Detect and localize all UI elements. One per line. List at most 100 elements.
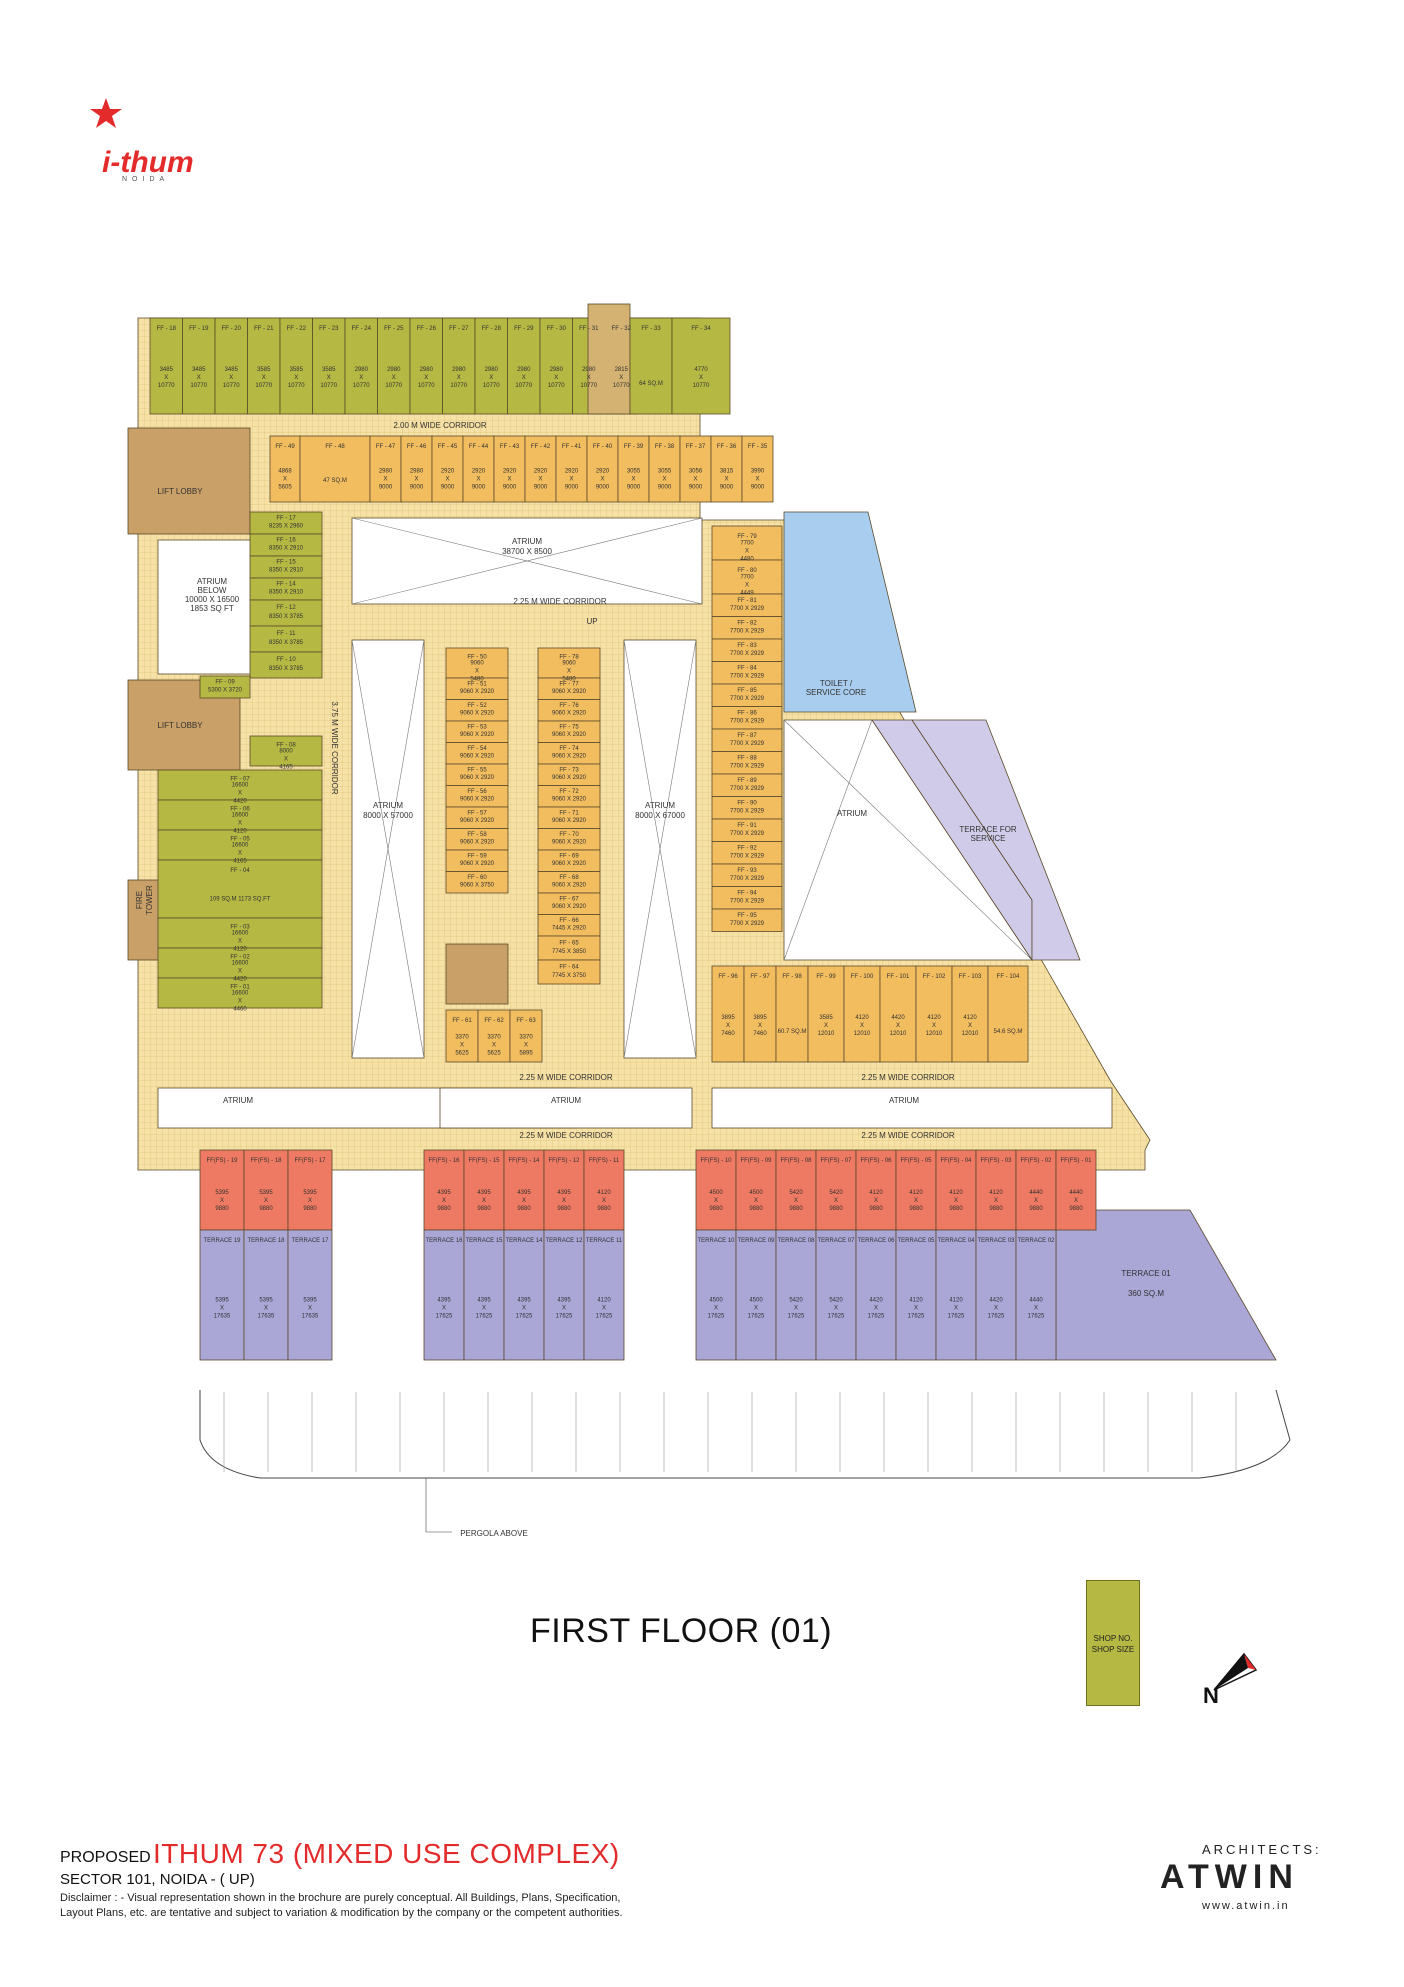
shop-lower-left	[157, 917, 323, 949]
shop-right-column-id: FF - 88	[737, 755, 757, 761]
shop-top-row-size: 2980	[420, 367, 434, 373]
shop-red-right-size: 5420	[829, 1190, 843, 1196]
shop-second-row-size: 47 SQ.M	[323, 478, 347, 484]
shop-center-left-size: 9060 X 3750	[460, 883, 495, 889]
shop-center-left-size: 9060 X 2920	[460, 775, 495, 781]
terrace-right-size: 4420	[869, 1298, 883, 1304]
shop-bottom-right-row	[879, 965, 917, 1063]
shop-top-row-size-x: X	[294, 375, 298, 381]
shop-top-row-id: FF - 22	[287, 326, 307, 332]
terrace-left-id: TERRACE 19	[203, 1238, 241, 1244]
shop-center-right-size: 9060 X 2920	[552, 883, 587, 889]
shop-center-left-size: 5480	[470, 677, 484, 683]
shop-center-left-id: FF - 56	[467, 789, 487, 795]
shop-red-right-size: 4120	[949, 1190, 963, 1196]
shop-red-right-size: 9880	[829, 1206, 843, 1212]
shop-center-bottom-size: 5625	[487, 1051, 501, 1057]
shop-second-row-size-x: X	[724, 476, 728, 482]
shop-second-row-size: 3055	[627, 468, 641, 474]
shop-lower-left	[157, 977, 323, 1009]
terrace-mid-id: TERRACE 15	[465, 1238, 503, 1244]
shop-center-bottom-size-x: X	[524, 1043, 528, 1049]
shop-center-right-size: 9060 X 2920	[552, 775, 587, 781]
terrace-right-size: 4120	[949, 1298, 963, 1304]
shop-bottom-right-row-id: FF - 103	[959, 974, 982, 980]
shop-ff33-id: FF - 33	[641, 326, 661, 332]
shop-top-row-size-x: X	[327, 375, 331, 381]
shop-red-mid-id: FF(FS) - 12	[549, 1158, 581, 1164]
shop-ff08-id: FF - 08	[276, 743, 296, 749]
terrace-right	[895, 1229, 937, 1361]
shop-red-left-size-x: X	[264, 1198, 268, 1204]
shop-red-mid-size-x: X	[602, 1198, 606, 1204]
shop-center-right-size: 7745 X 3850	[552, 949, 587, 955]
shop-second-row-size: 2920	[596, 468, 610, 474]
shop-bottom-right-row	[915, 965, 953, 1063]
shop-bottom-right-row-size: 4120	[963, 1015, 977, 1021]
shop-second-row-size-x: X	[507, 476, 511, 482]
shop-top-row-size-x: X	[229, 375, 233, 381]
shop-bottom-right-row-size: 12010	[854, 1031, 871, 1037]
shop-red-right-size-x: X	[1034, 1198, 1038, 1204]
shop-red-right-size: 9880	[869, 1206, 883, 1212]
shop-center-right-id: FF - 73	[559, 768, 579, 774]
shop-top-row-size: 2980	[387, 367, 401, 373]
terrace-right	[975, 1229, 1017, 1361]
shop-red-right-size: 4500	[709, 1190, 723, 1196]
terrace-mid	[423, 1229, 465, 1361]
shop-red-mid-size: 9880	[477, 1206, 491, 1212]
shop-second-row-size: 9000	[627, 484, 641, 490]
shop-bottom-right-row-size-x: X	[824, 1023, 828, 1029]
shop-second-row	[524, 435, 557, 503]
shop-red-left-id: FF(FS) - 19	[207, 1158, 239, 1164]
shop-lower-left-size: 16600	[232, 813, 249, 819]
shop-red-right-size-x: X	[954, 1198, 958, 1204]
shop-bottom-right-row-id: FF - 102	[923, 974, 946, 980]
shop-center-left-id: FF - 57	[467, 811, 487, 817]
shop-right-column-id: FF - 91	[737, 823, 757, 829]
terrace-right	[855, 1229, 897, 1361]
shop-second-row-size-x: X	[414, 476, 418, 482]
shop-center-right-size: 9060 X 2920	[552, 861, 587, 867]
atrium-bottom-left-label: ATRIUM	[223, 1096, 253, 1105]
corridor-bottom1-label-left: 2.25 M WIDE CORRIDOR	[519, 1073, 613, 1082]
terrace-right-id: TERRACE 08	[777, 1238, 815, 1244]
terrace-mid-size-x: X	[442, 1306, 446, 1312]
terrace-mid-id: TERRACE 12	[545, 1238, 583, 1244]
terrace-01-size: 360 SQ.M	[1128, 1289, 1164, 1298]
shop-right-column-id: FF - 90	[737, 800, 757, 806]
shop-top-row-size: 10770	[158, 383, 175, 389]
shop-red-mid-size: 9880	[557, 1206, 571, 1212]
shop-lower-left-size-x: X	[238, 999, 242, 1005]
shop-center-bottom	[509, 1009, 543, 1063]
disclaimer-line-1: Disclaimer : - Visual representation sho…	[60, 1892, 621, 1904]
shop-right-column-size: 7700 X 2929	[730, 853, 765, 859]
shop-red-mid-size: 4120	[597, 1190, 611, 1196]
sector-address: SECTOR 101, NOIDA - ( UP)	[60, 1871, 255, 1888]
shop-bottom-right-row-id: FF - 96	[718, 974, 738, 980]
shop-bottom-right-row-size: 12010	[926, 1031, 943, 1037]
shop-red-right-id: FF(FS) - 08	[781, 1158, 813, 1164]
shop-center-right-size: 7745 X 3750	[552, 973, 587, 979]
terrace-right-size: 17625	[908, 1314, 925, 1320]
shop-right-column-size: 7700 X 2929	[730, 718, 765, 724]
terrace-mid-id: TERRACE 11	[586, 1238, 623, 1244]
shop-bottom-right-row-size: 4120	[855, 1015, 869, 1021]
shop-second-row-id: FF - 44	[469, 444, 489, 450]
atrium-bottom-mid	[439, 1087, 693, 1129]
shop-lower-left	[157, 829, 323, 861]
shop-second-row-size: 9000	[534, 484, 548, 490]
shop-second-row-size: 9000	[720, 484, 734, 490]
shop-red-right-size: 9880	[949, 1206, 963, 1212]
shop-red-right-size-x: X	[754, 1198, 758, 1204]
shop-red-mid-size: 4395	[557, 1190, 571, 1196]
shop-bottom-right-row	[951, 965, 989, 1063]
shop-top-row-id: FF - 25	[384, 326, 404, 332]
lift-lobby-1	[127, 427, 251, 535]
shop-second-row-id: FF - 36	[717, 444, 737, 450]
shop-right-column-size: 7700 X 2929	[730, 606, 765, 612]
shop-ff08-size: 4165	[279, 765, 293, 771]
shop-red-left	[199, 1149, 245, 1231]
shop-center-bottom-size: 5625	[455, 1051, 469, 1057]
shop-center-right-size: 9060	[562, 661, 576, 667]
